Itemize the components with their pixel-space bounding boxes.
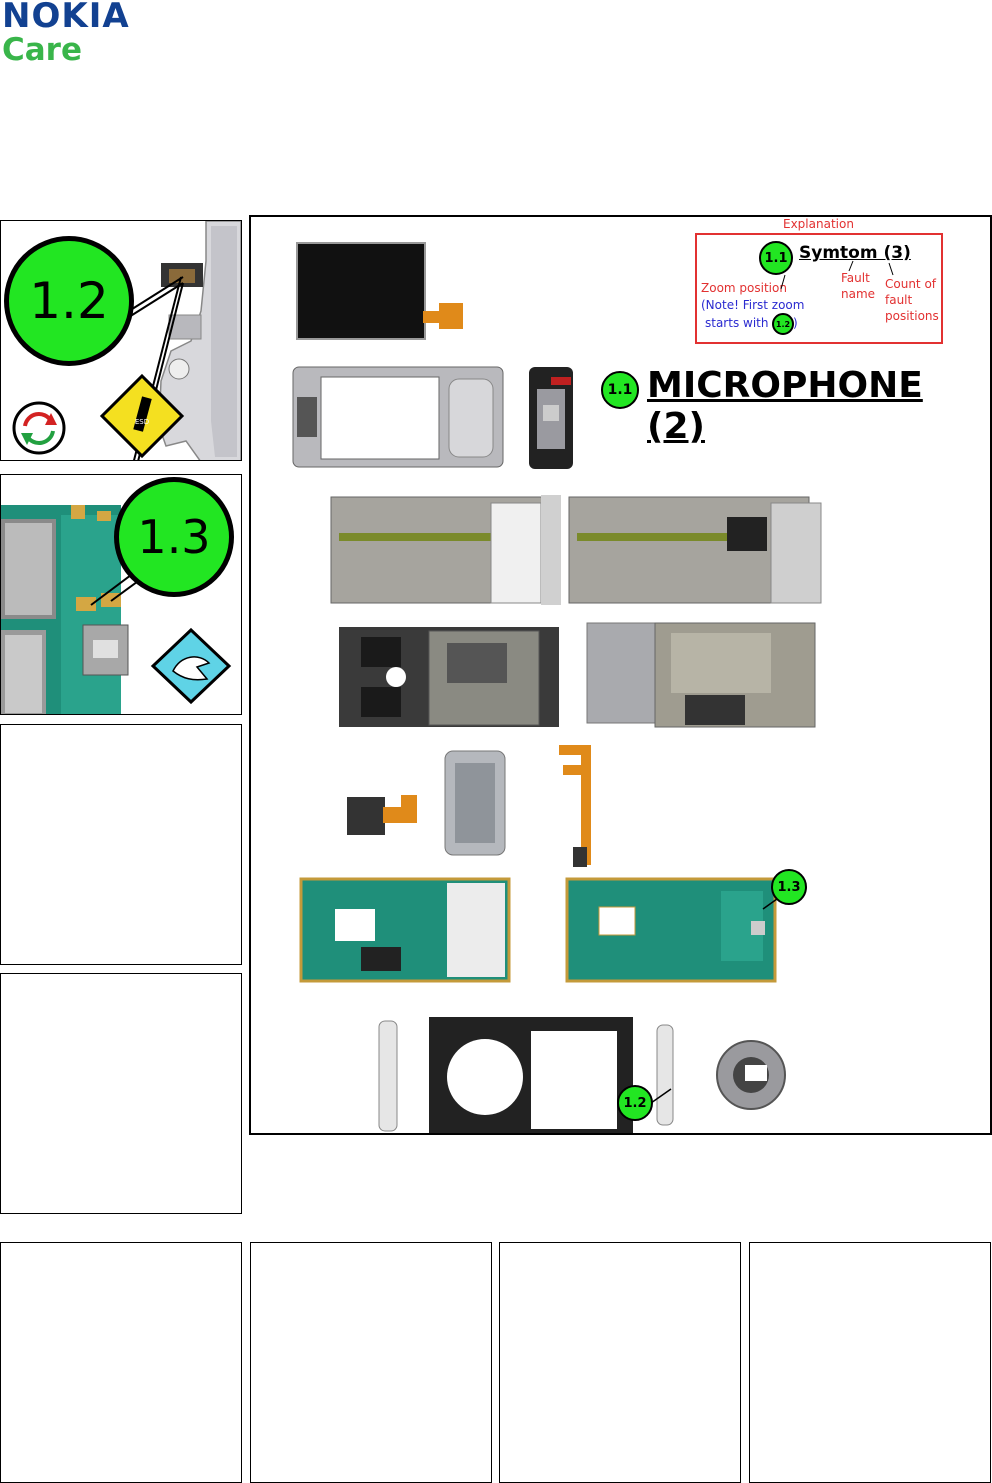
empty-zoom-panel-3 <box>0 724 242 965</box>
slide-mechanism-back <box>568 496 822 604</box>
empty-bottom-panel-3 <box>499 1242 741 1483</box>
note-close: ) <box>793 316 798 330</box>
count-line-3: positions <box>885 309 939 323</box>
esd-label: ESD <box>135 418 149 426</box>
pwb-front <box>299 877 511 983</box>
zoom-badge-1-3: 1.3 <box>114 477 234 597</box>
camera-module <box>347 795 417 835</box>
display-module <box>296 242 463 340</box>
count-line-2: fault <box>885 293 913 307</box>
fault-name-line-1: Fault <box>841 271 870 285</box>
fault-name-line-2: name <box>841 287 876 301</box>
front-frame <box>292 366 504 468</box>
symptom-title: MICROPHONE (2) <box>647 365 923 447</box>
slide-back-cover <box>586 622 816 728</box>
zoom-1-2-photo: ESD <box>12 221 241 460</box>
nokia-care-logo: NOKIA Care <box>0 0 180 72</box>
nokia-wordmark: NOKIA <box>2 0 130 36</box>
callout-badge-1-3: 1.3 <box>771 869 807 905</box>
empty-bottom-panel-4 <box>749 1242 991 1483</box>
camera-window-cover <box>716 1040 786 1110</box>
back-cover <box>429 1017 633 1133</box>
callout-line-1-3 <box>762 898 778 910</box>
count-line-1: Count of <box>885 277 937 291</box>
keyboard-flex <box>559 745 591 867</box>
zoom-1-3-photo <box>1 505 232 714</box>
note-line-2: starts with <box>705 316 769 330</box>
pwb-back <box>565 877 777 983</box>
note-line-1: (Note! First zoom <box>701 298 805 312</box>
empty-zoom-panel-4 <box>0 973 242 1214</box>
side-key-left <box>378 1020 398 1132</box>
legend-symptom-text: Symtom (3) <box>799 243 911 263</box>
rotate-icon <box>12 401 66 455</box>
exploded-view-panel: Explanation 1.1 Symtom (3) Fault name Co… <box>249 215 992 1135</box>
legend-box: 1.1 Symtom (3) Fault name Count of fault… <box>695 233 943 344</box>
side-key-right <box>656 1024 674 1126</box>
note-badge: 1.2 <box>772 313 794 335</box>
zoom-position-label: Zoom position <box>701 281 787 295</box>
symptom-badge: 1.1 <box>601 371 639 409</box>
internal-chassis <box>339 627 559 727</box>
exploded-parts-illustration <box>292 242 822 1133</box>
callout-badge-1-2: 1.2 <box>617 1085 653 1121</box>
keymat <box>444 750 506 856</box>
callout-line-1-2 <box>650 1088 672 1104</box>
legend-title: Explanation <box>783 217 854 231</box>
navi-keypad <box>529 367 573 469</box>
zoom-badge-1-2: 1.2 <box>4 236 134 366</box>
zoom-panel-1-2: ESD 1.2 <box>0 220 242 461</box>
empty-bottom-panel-2 <box>250 1242 492 1483</box>
legend-badge: 1.1 <box>759 241 793 275</box>
care-wordmark: Care <box>2 32 82 68</box>
empty-bottom-panel-1 <box>0 1242 242 1483</box>
zoom-panel-1-3: 1.3 <box>0 474 242 715</box>
slide-mechanism-front <box>330 495 561 605</box>
